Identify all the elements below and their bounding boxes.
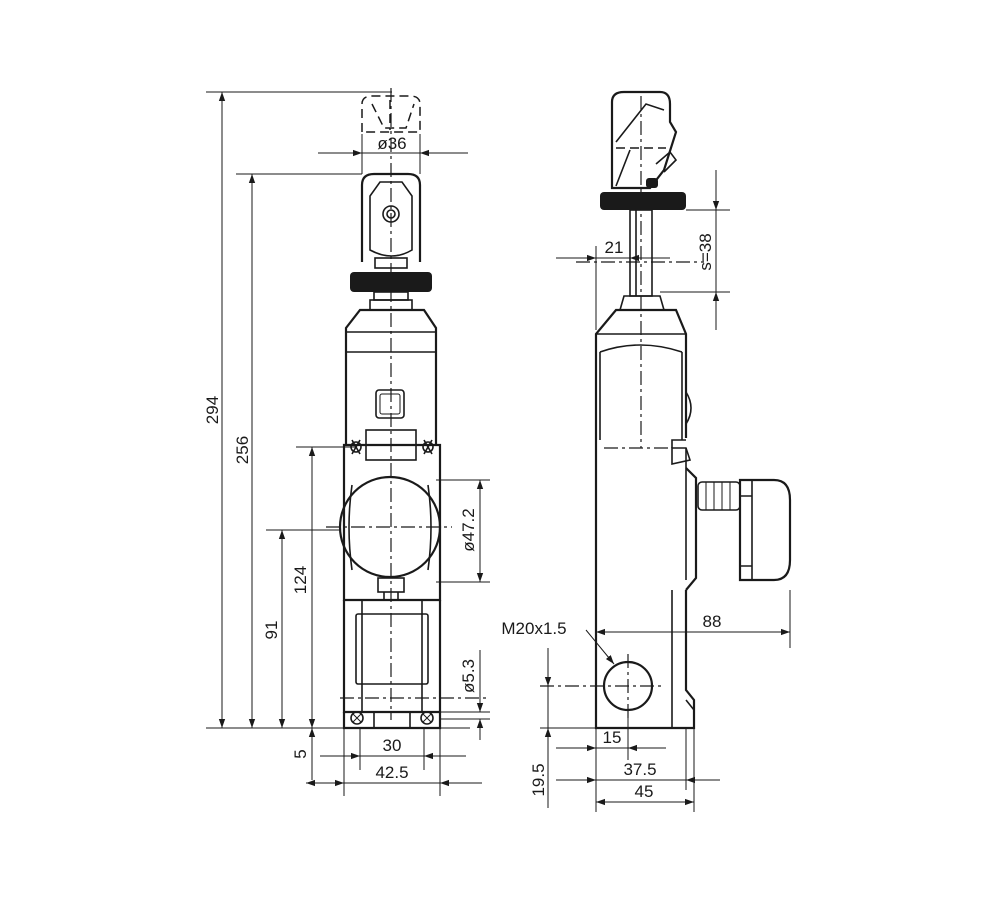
actuator-ghost-outline — [361, 95, 421, 133]
label-37-5: 37.5 — [623, 760, 656, 779]
side-upper-housing — [594, 308, 692, 448]
label-88: 88 — [703, 612, 722, 631]
side-view — [540, 90, 792, 730]
label-s38: s=38 — [696, 233, 715, 270]
label-19-5: 19.5 — [529, 763, 548, 796]
label-ø47-2: ø47.2 — [459, 508, 478, 551]
side-dimensions — [540, 170, 791, 812]
label-45: 45 — [635, 782, 654, 801]
label-ø5-3: ø5.3 — [459, 659, 478, 693]
label-30: 30 — [383, 736, 402, 755]
label-124: 124 — [291, 566, 310, 594]
label-91: 91 — [262, 621, 281, 640]
label-5: 5 — [291, 749, 310, 758]
front-view — [326, 88, 488, 730]
label-21: 21 — [605, 238, 624, 257]
front-lower-body — [342, 599, 442, 730]
side-main-body — [594, 439, 696, 730]
label-ø36: ø36 — [377, 134, 406, 153]
side-actuator — [610, 90, 678, 190]
label-294: 294 — [203, 396, 222, 424]
front-dimensions — [206, 91, 490, 796]
dimension-labels: 294 256 124 91 5 ø47.2 ø5.3 ø36 30 42.5 … — [203, 134, 721, 801]
label-256: 256 — [233, 436, 252, 464]
cable-gland — [685, 467, 792, 591]
label-15: 15 — [603, 728, 622, 747]
front-switch-block — [338, 429, 442, 602]
label-m20x1-5: M20x1.5 — [501, 619, 566, 638]
label-42-5: 42.5 — [375, 763, 408, 782]
